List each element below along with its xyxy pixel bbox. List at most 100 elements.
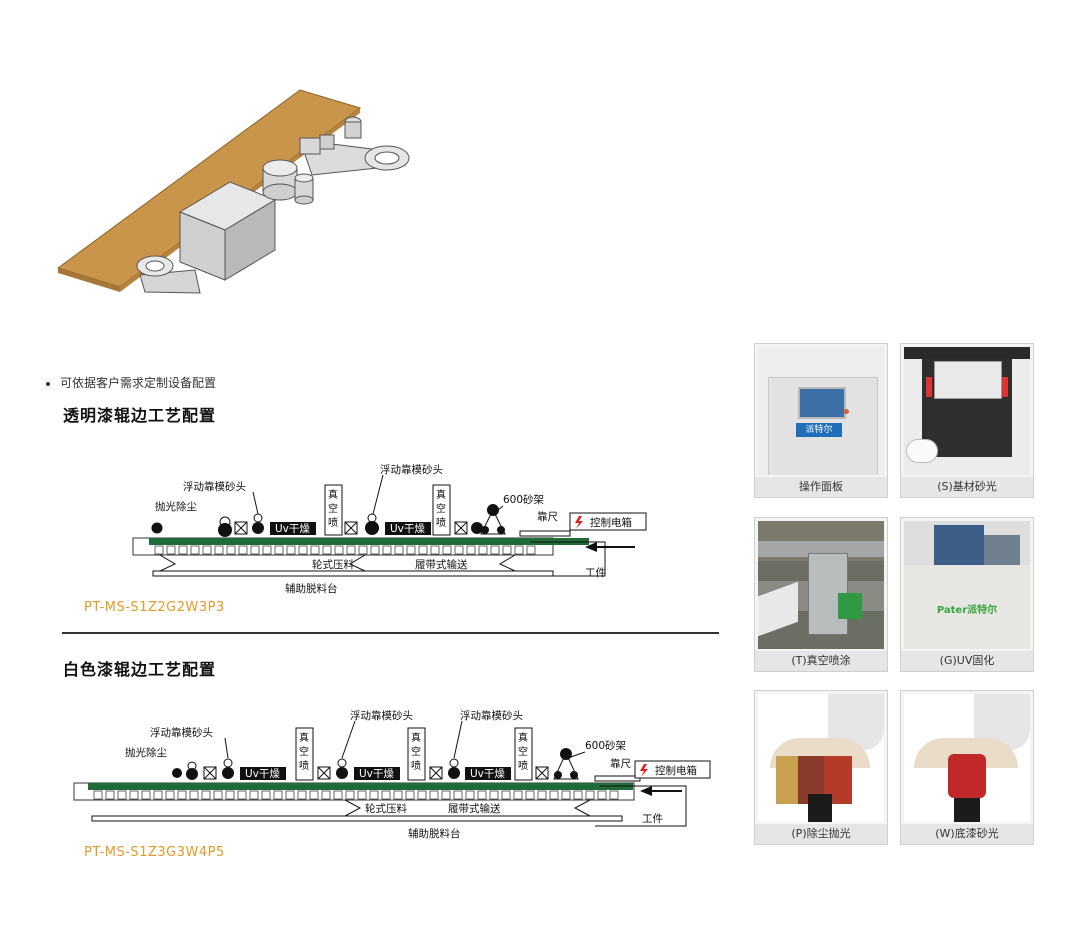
vac-3-label-3: 喷 bbox=[518, 760, 528, 772]
gallery-caption: (T)真空喷涂 bbox=[755, 651, 887, 671]
machine-illustration bbox=[56, 89, 410, 294]
section-2-model: PT-MS-S1Z3G3W4P5 bbox=[84, 845, 225, 860]
station-float-head-1 bbox=[186, 758, 234, 780]
bullet-dot bbox=[46, 381, 50, 386]
brand-label: 派特尔 bbox=[796, 423, 842, 437]
control-box bbox=[634, 760, 711, 779]
ruler bbox=[594, 775, 641, 782]
polish-label: 抛光除尘 bbox=[125, 746, 167, 759]
station-sand600 bbox=[480, 504, 506, 535]
gallery-caption: (W)底漆砂光 bbox=[901, 824, 1033, 844]
station-polish bbox=[172, 768, 182, 778]
sanding-unit-photo bbox=[904, 347, 1030, 475]
conveyor-belt bbox=[88, 783, 633, 790]
vac-2-label-3: 喷 bbox=[411, 760, 421, 772]
track-blocks bbox=[154, 545, 536, 555]
station-uv-3 bbox=[465, 767, 511, 780]
vac-1-label-3: 喷 bbox=[328, 517, 338, 529]
section-1-title: 透明漆辊边工艺配置 bbox=[63, 406, 217, 425]
station-float-head-2 bbox=[317, 758, 348, 780]
wheel-label: 轮式压料 bbox=[312, 558, 354, 571]
wheel-label: 轮式压料 bbox=[365, 802, 407, 815]
control-panel-photo: 派特尔 bbox=[758, 347, 884, 475]
station-polish bbox=[151, 522, 163, 534]
vac-3-label-2: 空 bbox=[518, 745, 528, 758]
cylinder-units bbox=[262, 159, 314, 205]
vac-2-label-2: 空 bbox=[436, 502, 446, 515]
station-sand600 bbox=[535, 748, 579, 780]
gallery-card-control-panel: 派特尔 操作面板 bbox=[754, 343, 888, 498]
vac-2-label-2: 空 bbox=[411, 745, 421, 758]
gallery-caption: (P)除尘抛光 bbox=[755, 824, 887, 844]
brand-label: Pater派特尔 bbox=[936, 605, 998, 616]
machine-box bbox=[178, 181, 277, 281]
uv-3-label: Uv干燥 bbox=[470, 768, 505, 780]
vac-1-label-2: 空 bbox=[299, 745, 309, 758]
conveyor-belt bbox=[149, 538, 589, 545]
ctrl-label: 控制电箱 bbox=[590, 516, 632, 529]
sand600-label: 600砂架 bbox=[585, 739, 627, 752]
work-label: 工件 bbox=[585, 567, 606, 579]
gallery-card-primer: (W)底漆砂光 bbox=[900, 690, 1034, 845]
belt-sander-left bbox=[136, 255, 201, 294]
station-vac-1 bbox=[295, 727, 314, 781]
section-2-diagram: Uv干燥 Uv干燥 Uv干燥 控制电箱 浮动靠模砂头 抛光除尘 浮动靠模砂头 浮… bbox=[73, 709, 711, 840]
float-head-3-label: 浮动靠模砂头 bbox=[460, 709, 523, 722]
float-head-2-label: 浮动靠模砂头 bbox=[350, 709, 413, 722]
gallery-card-vacuum: (T)真空喷涂 bbox=[754, 517, 888, 672]
sand600-label: 600砂架 bbox=[503, 493, 545, 506]
vac-3-label-1: 真 bbox=[518, 731, 528, 744]
gallery-card-sanding: (S)基材砂光 bbox=[900, 343, 1034, 498]
uv-2-label: Uv干燥 bbox=[359, 768, 394, 780]
gallery-caption: 操作面板 bbox=[755, 477, 887, 497]
section-1-diagram: Uv干燥 Uv干燥 控制电箱 浮动靠模砂头 抛光除尘 浮动靠模砂头 真 空 喷 bbox=[132, 463, 647, 595]
vac-1-label-3: 喷 bbox=[299, 760, 309, 772]
belt-label: 履带式输送 bbox=[448, 802, 501, 815]
ctrl-label: 控制电箱 bbox=[655, 764, 697, 777]
primer-sanding-photo bbox=[904, 694, 1030, 822]
gallery-caption: (G)UV固化 bbox=[901, 651, 1033, 671]
uv-curing-photo: Pater派特尔 bbox=[904, 521, 1030, 649]
dust-polish-photo bbox=[758, 694, 884, 822]
vac-1-label-2: 空 bbox=[328, 502, 338, 515]
station-uv-2 bbox=[354, 767, 400, 780]
aux-label: 辅助脱料台 bbox=[285, 582, 338, 595]
polish-label: 抛光除尘 bbox=[155, 500, 197, 513]
customization-note-text: 可依据客户需求定制设备配置 bbox=[60, 376, 217, 390]
station-vac-3 bbox=[514, 727, 533, 781]
track-blocks bbox=[93, 790, 619, 800]
aux-table bbox=[91, 815, 623, 822]
station-uv-1 bbox=[240, 767, 286, 780]
belt-sander-right bbox=[299, 116, 410, 176]
gallery-card-polish: (P)除尘抛光 bbox=[754, 690, 888, 845]
section-2-title: 白色漆辊边工艺配置 bbox=[63, 660, 217, 679]
vac-2-label-1: 真 bbox=[411, 731, 421, 744]
aux-label: 辅助脱料台 bbox=[408, 827, 461, 840]
ruler bbox=[519, 530, 571, 537]
aux-table bbox=[152, 570, 554, 577]
uv-1-label: Uv干燥 bbox=[245, 768, 280, 780]
float-head-1-label: 浮动靠模砂头 bbox=[150, 726, 213, 739]
float-head-2-label: 浮动靠模砂头 bbox=[380, 463, 443, 476]
vac-1-label-1: 真 bbox=[299, 731, 309, 744]
ruler-label: 靠尺 bbox=[610, 757, 631, 770]
control-box bbox=[569, 512, 647, 531]
vac-2-label-3: 喷 bbox=[436, 517, 446, 529]
gallery-caption: (S)基材砂光 bbox=[901, 477, 1033, 497]
ruler-label: 靠尺 bbox=[537, 510, 558, 523]
station-uv-2 bbox=[385, 522, 431, 535]
station-vac-2 bbox=[407, 727, 426, 781]
station-float-head-3 bbox=[429, 758, 460, 780]
float-head-1-label: 浮动靠模砂头 bbox=[183, 480, 246, 493]
belt-label: 履带式输送 bbox=[415, 558, 468, 571]
section-1-model: PT-MS-S1Z2G2W3P3 bbox=[84, 600, 225, 615]
vacuum-spray-photo bbox=[758, 521, 884, 649]
vac-2-label-1: 真 bbox=[436, 488, 446, 501]
customization-note: 可依据客户需求定制设备配置 bbox=[46, 374, 216, 391]
station-vac-1 bbox=[324, 484, 379, 536]
vac-1-label-1: 真 bbox=[328, 488, 338, 501]
gallery-card-uv: Pater派特尔 (G)UV固化 bbox=[900, 517, 1034, 672]
section-divider bbox=[62, 632, 719, 634]
station-float-head-1 bbox=[218, 513, 264, 537]
uv-1-label: Uv干燥 bbox=[275, 523, 310, 535]
